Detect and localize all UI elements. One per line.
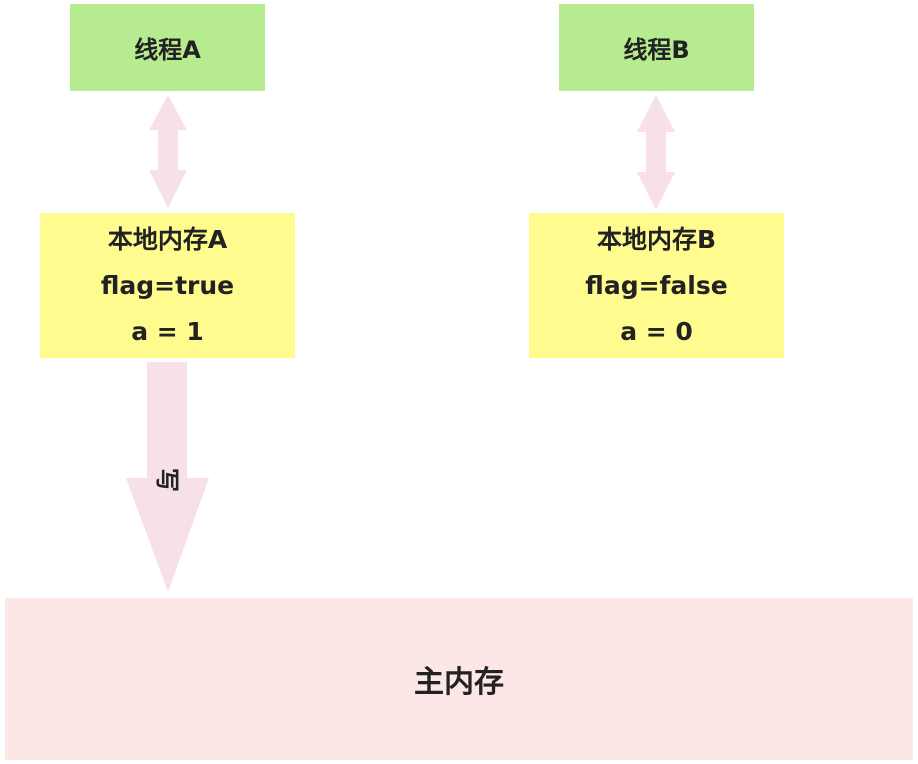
thread-b-box: 线程B [559, 4, 754, 91]
write-arrow-label: 写 [153, 468, 181, 492]
thread-b-label: 线程B [623, 36, 690, 64]
bidirectional-arrow-a [149, 95, 187, 208]
local-memory-b-title: 本地内存B [596, 224, 717, 254]
local-memory-b-flag: flag=false [585, 270, 728, 300]
local-memory-a-title: 本地内存A [107, 224, 228, 254]
main-memory-label: 主内存 [414, 665, 504, 700]
local-memory-b-box: 本地内存B flag=false a = 0 [529, 213, 784, 358]
thread-a-box: 线程A [70, 4, 265, 91]
local-memory-a-flag: flag=true [100, 270, 235, 300]
local-memory-a-box: 本地内存A flag=true a = 1 [40, 213, 295, 358]
bidirectional-arrow-b [637, 95, 675, 210]
local-memory-b-a-value: a = 0 [620, 316, 693, 346]
local-memory-a-a-value: a = 1 [131, 316, 204, 346]
main-memory-box: 主内存 [5, 598, 913, 760]
thread-a-label: 线程A [134, 36, 201, 64]
